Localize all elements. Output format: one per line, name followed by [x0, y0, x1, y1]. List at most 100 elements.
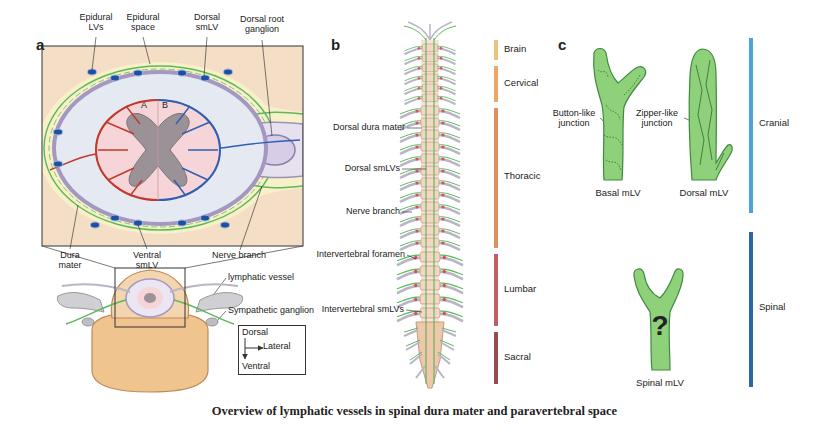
- spine-illustration: [426, 38, 427, 384]
- spine-illustration: [397, 22, 463, 388]
- callout-label: Dorsal dura mater: [295, 122, 405, 132]
- orientation-box: DorsalLateralVentral: [238, 325, 306, 375]
- junction-line: [604, 135, 622, 145]
- leader-line: [138, 225, 147, 249]
- region-band: Lumbar: [494, 254, 556, 326]
- region-band: Cranial: [749, 38, 811, 213]
- spine-illustration: [405, 44, 456, 54]
- leader-line: [402, 169, 426, 170]
- callout-label: Dorsal root ganglion: [231, 14, 293, 35]
- leader-line: [407, 128, 422, 129]
- spine-illustration: [408, 22, 452, 40]
- inset-cross-section: [158, 100, 159, 200]
- leader-line: [407, 255, 416, 259]
- junction-line: [606, 160, 621, 170]
- vertebra-illustration: [206, 318, 218, 326]
- orientation-label: Ventral: [242, 361, 286, 371]
- region-label: Sacral: [504, 352, 556, 363]
- leader-line: [262, 40, 272, 136]
- callout-label: Nerve branch: [206, 250, 272, 260]
- panel-letter: a: [36, 36, 52, 53]
- spine-illustration: [404, 26, 456, 40]
- spine-illustration: [405, 64, 456, 74]
- region-band: Spinal: [749, 232, 811, 387]
- region-label: Brain: [504, 44, 556, 55]
- callout-label: Intervertebral smLVs: [289, 304, 404, 314]
- spine-illustration: [400, 142, 460, 154]
- spine-illustration: [400, 202, 460, 214]
- spine-illustration: [400, 226, 460, 238]
- vertebra-illustration: [92, 312, 208, 392]
- inset-cross-section: [111, 75, 120, 81]
- region-label: Spinal: [759, 302, 811, 313]
- vessel-shape: Dorsal mLV: [672, 45, 744, 205]
- vessel-shape: ? Spinal mLV: [620, 262, 700, 394]
- callout-label: Dura mater: [48, 250, 92, 271]
- vessel-label: Dorsal mLV: [672, 188, 736, 199]
- spine-illustration: [400, 178, 460, 190]
- spine-illustration: [434, 38, 435, 384]
- region-bar: [494, 254, 498, 326]
- vessel-label: ?: [620, 310, 700, 342]
- orientation-label: Dorsal: [242, 327, 282, 337]
- inset-cross-section: [50, 106, 142, 196]
- spine-illustration: [400, 166, 460, 178]
- inset-cross-section: [54, 72, 266, 224]
- spine-illustration: [397, 294, 463, 307]
- spine-illustration: [405, 74, 456, 84]
- panel-letter: c: [558, 36, 574, 53]
- vertebra-illustration: [82, 318, 94, 326]
- inset-cross-section: [49, 69, 271, 227]
- vertebra-illustration: [111, 270, 188, 318]
- callout-label: lymphatic vessel: [228, 272, 318, 282]
- orientation-label: Lateral: [263, 341, 305, 351]
- region-band: Sacral: [494, 332, 556, 384]
- spine-illustration: [400, 106, 460, 118]
- vertebra-illustration: [57, 293, 104, 312]
- inset-cross-section: [178, 70, 187, 76]
- region-letter: A: [141, 100, 153, 110]
- inset-cross-section: [174, 106, 300, 196]
- inset-cross-section: [178, 220, 187, 226]
- leader-line: [70, 205, 78, 249]
- spine-illustration: [404, 330, 456, 378]
- vessel-label: Spinal mLV: [620, 378, 700, 389]
- region-bar: [494, 40, 498, 60]
- leader-line: [143, 37, 150, 64]
- spine-illustration: [400, 118, 460, 130]
- spine-illustration: [400, 130, 460, 142]
- leader-line: [406, 310, 422, 312]
- region-band: Brain: [494, 40, 556, 60]
- panel-letter: b: [331, 36, 347, 53]
- junction-line: [598, 70, 608, 77]
- inset-cross-section: [42, 46, 303, 246]
- inset-frame: [42, 46, 303, 246]
- callout-label: Zipper-like junction: [628, 108, 686, 129]
- inset-cross-section: [42, 62, 282, 234]
- inset-cross-section: [54, 129, 63, 135]
- inset-cross-section: [224, 69, 233, 75]
- spine-illustration: [400, 214, 460, 226]
- callout-label: Epidural space: [118, 12, 168, 33]
- vertebra-illustration: [185, 246, 303, 268]
- callout-label: Dorsal smLV: [182, 12, 232, 33]
- region-label: Lumbar: [504, 284, 556, 295]
- vertebra-illustration: [137, 287, 163, 309]
- region-label: Thoracic: [504, 171, 556, 182]
- leader-line: [204, 37, 207, 76]
- vessel-label: Basal mLV: [588, 188, 648, 199]
- inset-cross-section: [201, 75, 210, 81]
- spine-illustration: [400, 190, 460, 202]
- leader-line: [240, 186, 262, 250]
- callout-label: Nerve branch: [290, 206, 400, 216]
- vessel-outline: [672, 45, 744, 205]
- callout-label: Sympathetic ganglion: [228, 305, 328, 315]
- spine-illustration: [397, 252, 463, 265]
- callout-label: Button-like junction: [546, 108, 602, 129]
- vertebra-illustration: [42, 246, 303, 392]
- spine-illustration: [405, 84, 456, 94]
- junction-line: [606, 105, 620, 120]
- leader-line: [92, 37, 96, 70]
- spine-illustration: [405, 54, 456, 64]
- region-label: Cranial: [759, 118, 811, 129]
